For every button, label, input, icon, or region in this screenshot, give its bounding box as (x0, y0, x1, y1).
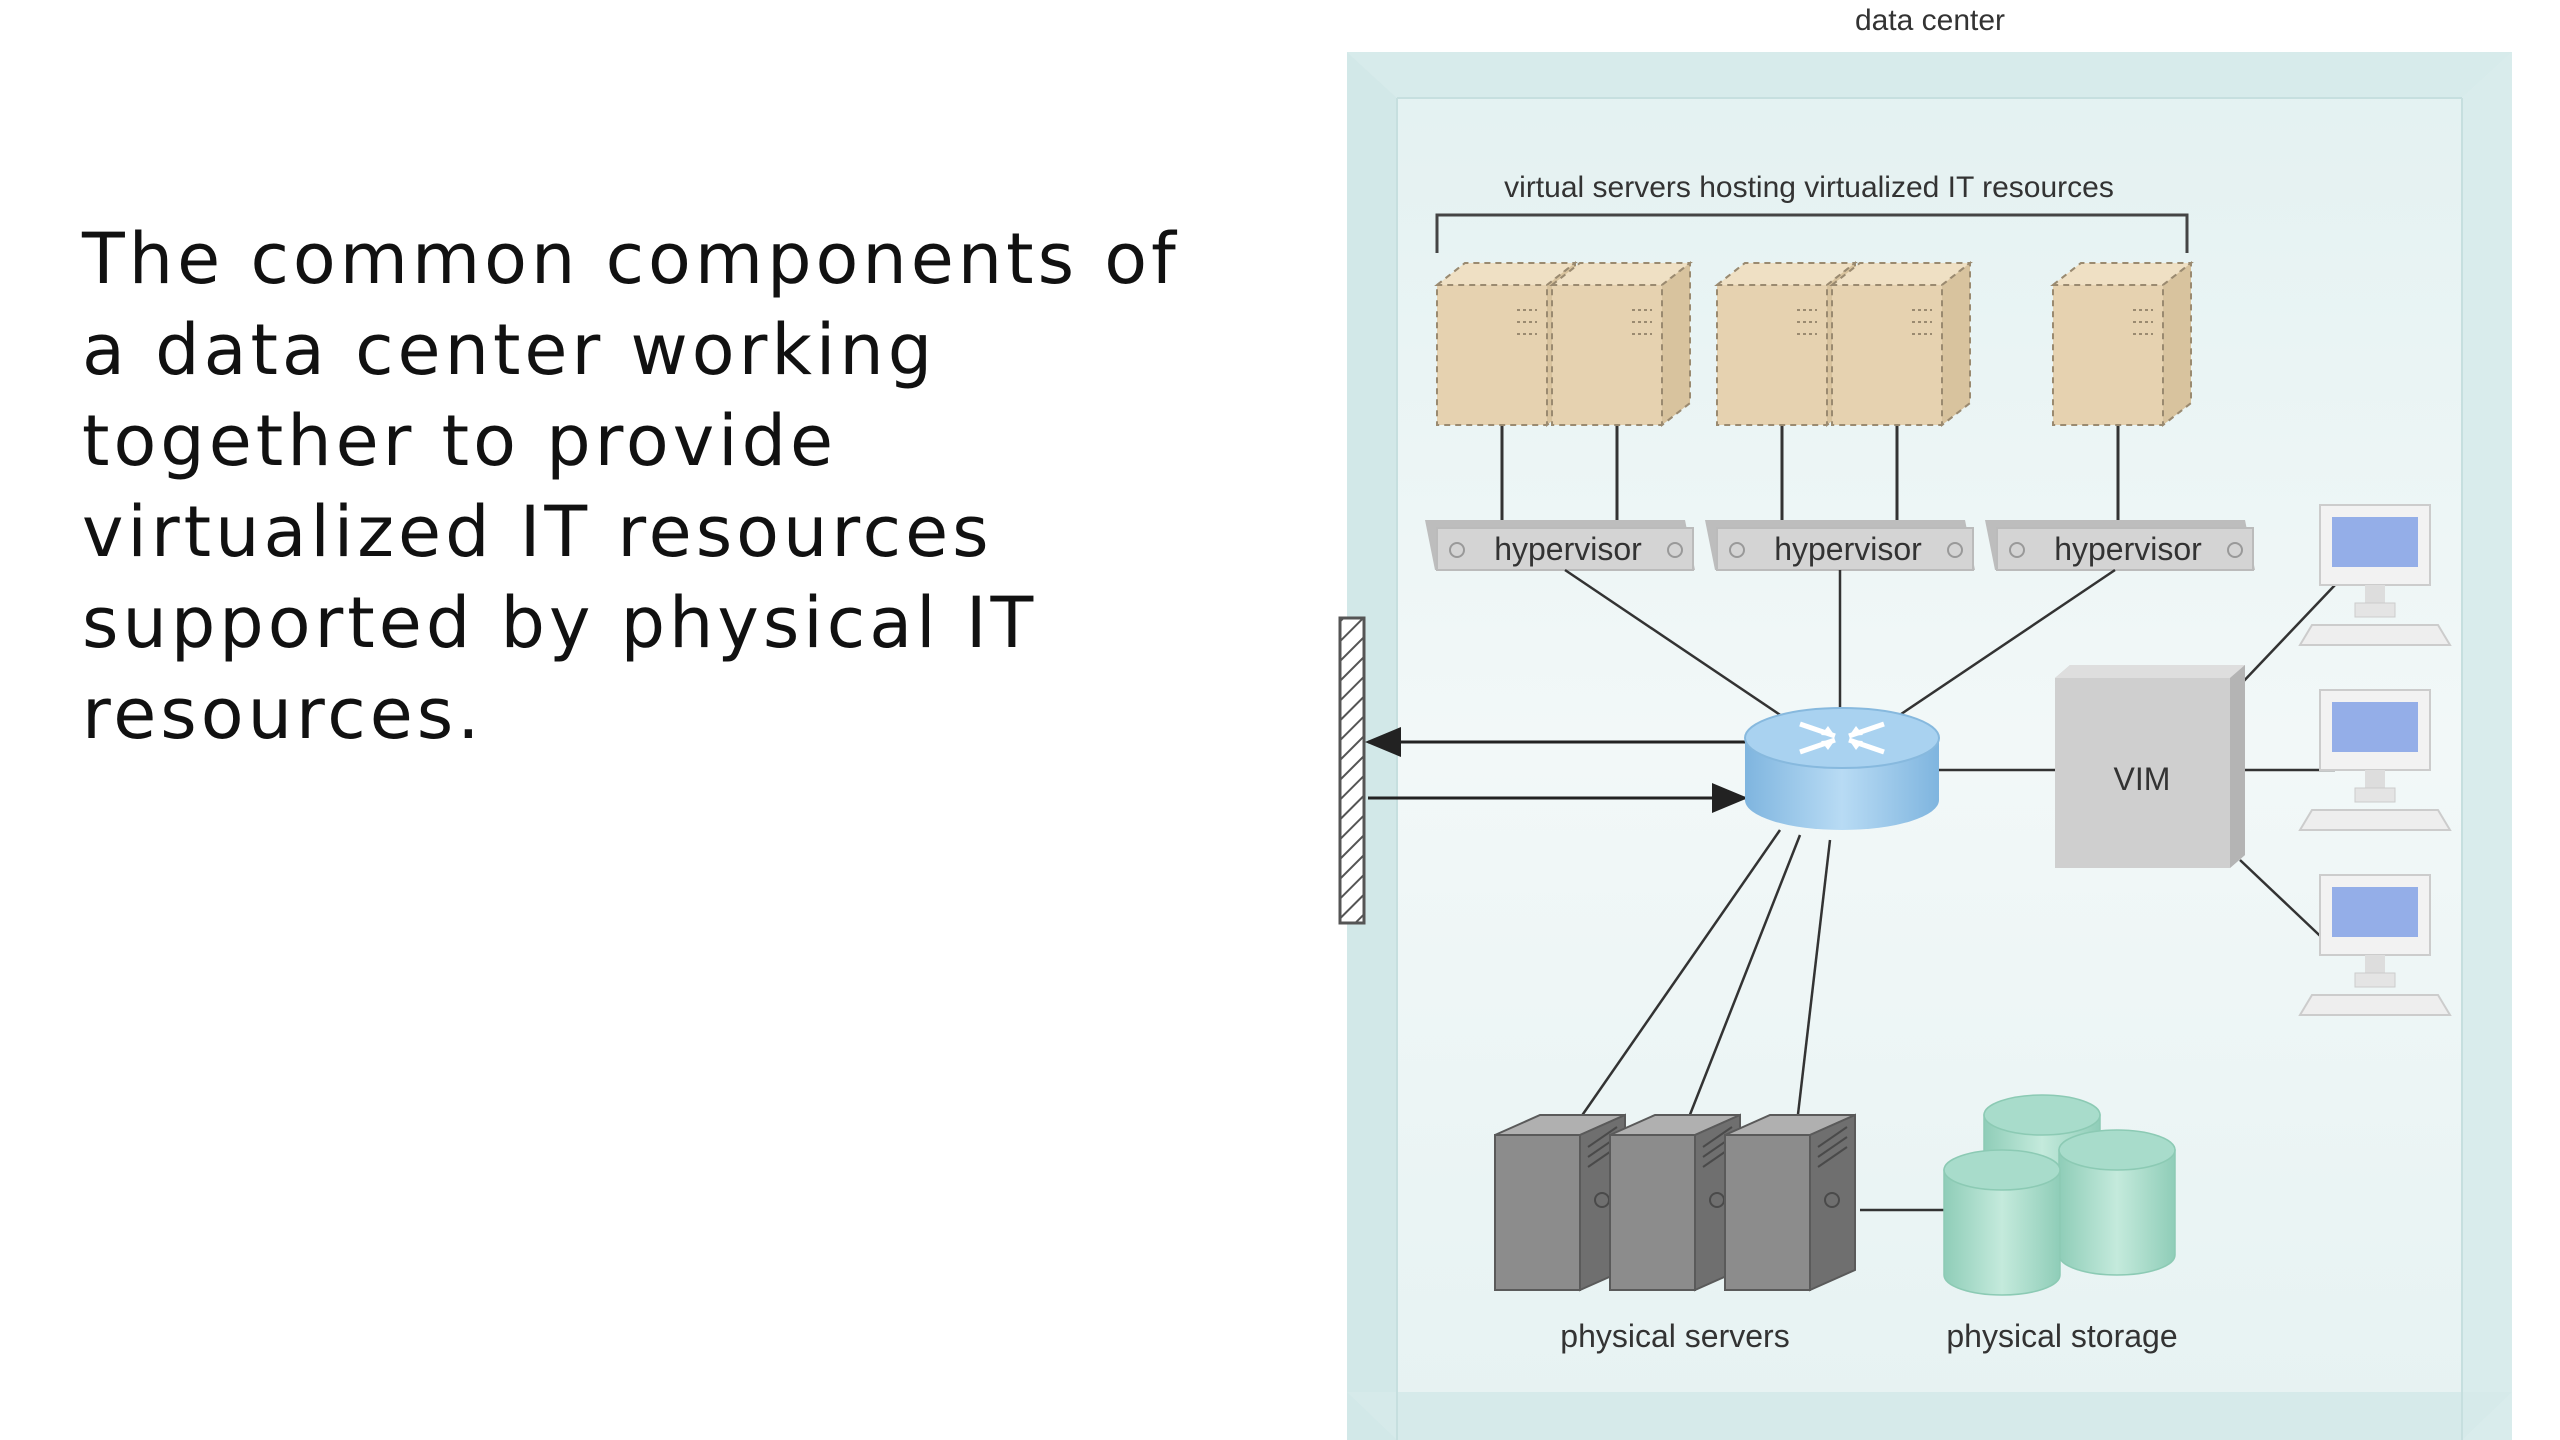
network-links (1563, 568, 2336, 1212)
workstation-icon (2298, 874, 2452, 1016)
virtual-servers-label: virtual servers hosting virtualized IT r… (1504, 171, 2114, 204)
virtual-servers (1434, 260, 2194, 428)
slide-body-text: The common components of a data center w… (82, 218, 1180, 755)
vim-icon (2055, 665, 2245, 868)
physical-servers (1494, 1113, 1856, 1292)
storage-cylinder-icon (2058, 1129, 2176, 1276)
physical-storage (1943, 1094, 2176, 1296)
physical-server-icon (1724, 1113, 1856, 1292)
hypervisor-group: hypervisor hypervisor hypervisor (1425, 520, 2255, 571)
physical-storage-label: physical storage (1946, 1318, 2177, 1354)
physical-server-icon (1494, 1113, 1626, 1292)
hypervisor-icon: hypervisor (1705, 520, 1975, 571)
virtual-servers-bracket (1435, 213, 2189, 253)
hypervisor-label: hypervisor (2054, 531, 2202, 567)
vim-label: VIM (2114, 761, 2171, 797)
workstation-icon (2298, 689, 2452, 831)
storage-cylinder-icon (1943, 1149, 2061, 1296)
physical-servers-label: physical servers (1560, 1318, 1789, 1354)
workstation-icon (2298, 504, 2452, 646)
hypervisor-label: hypervisor (1774, 531, 1922, 567)
diagram-title: data center (1855, 4, 2005, 37)
physical-server-icon (1609, 1113, 1741, 1292)
vm-to-hypervisor-links (1500, 420, 2120, 520)
virtual-server-icon (1829, 260, 1973, 428)
virtual-server-icon (2050, 260, 2194, 428)
router-icon (1744, 707, 1940, 830)
virtual-server-icon (1549, 260, 1693, 428)
workstations (2298, 504, 2452, 1016)
traffic-arrows (1365, 727, 1748, 813)
firewall-wall-icon (1338, 616, 1366, 925)
hypervisor-icon: hypervisor (1985, 520, 2255, 571)
hypervisor-icon: hypervisor (1425, 520, 1695, 571)
hypervisor-label: hypervisor (1494, 531, 1642, 567)
